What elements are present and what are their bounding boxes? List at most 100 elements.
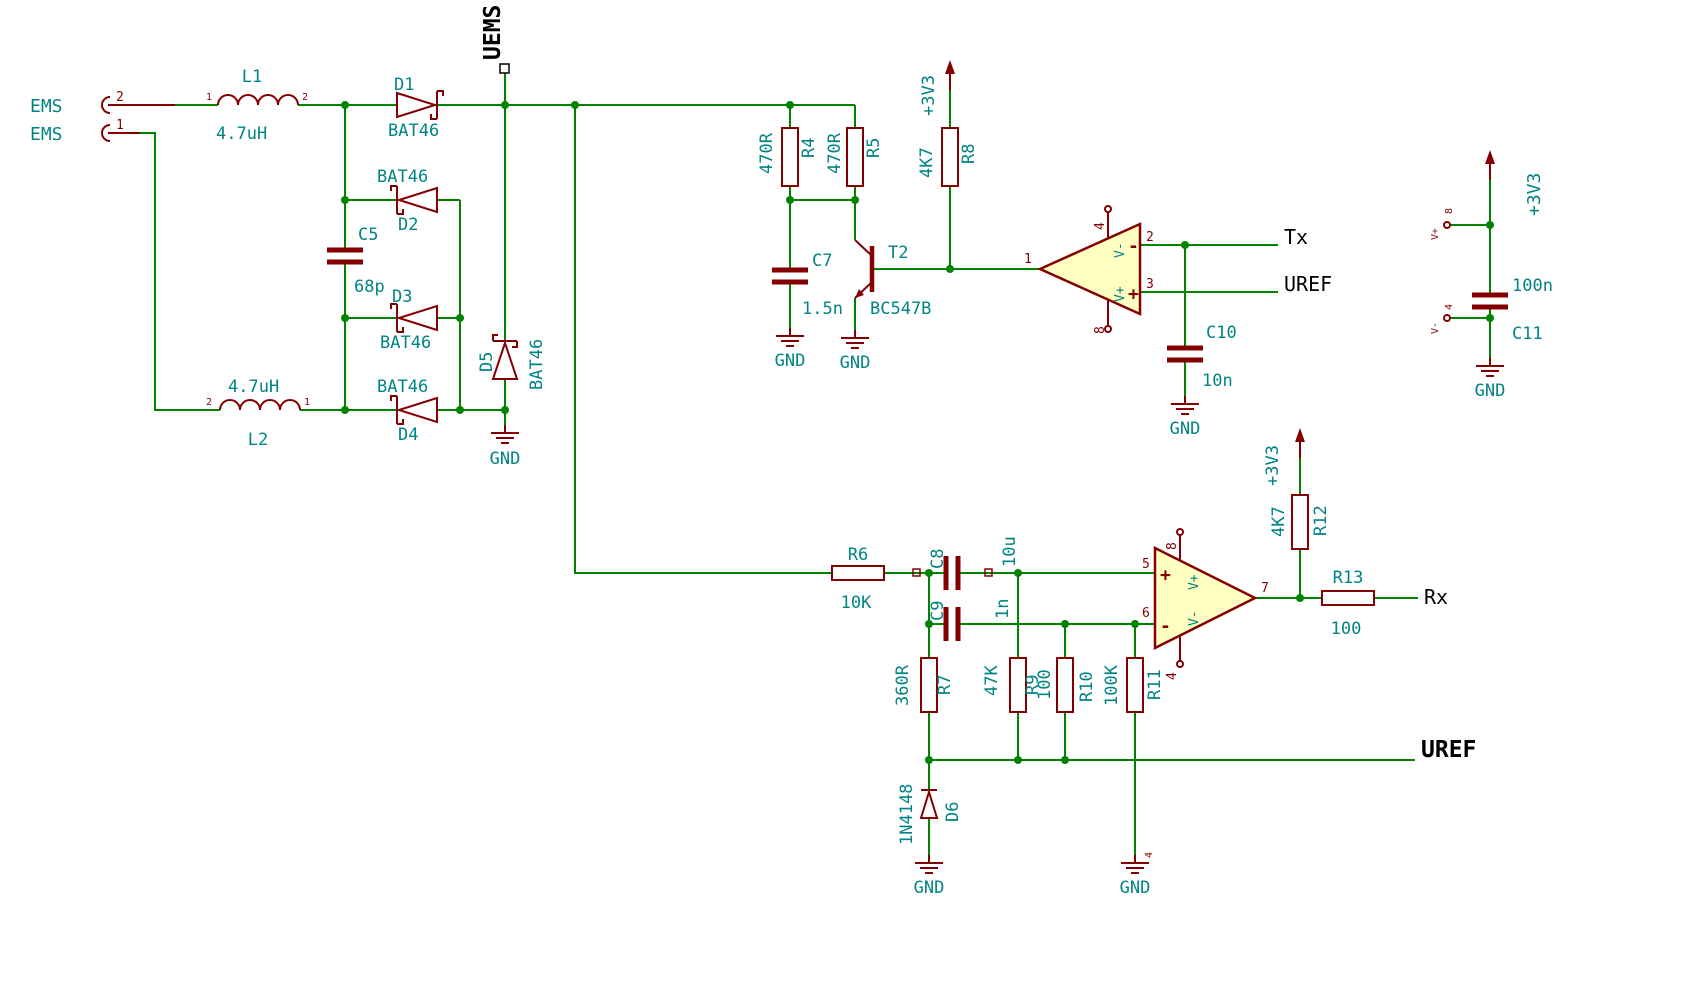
capacitor-plates: [1472, 292, 1508, 310]
resistor-r13[interactable]: R13 100: [1321, 568, 1375, 639]
l1-value: 4.7uH: [216, 124, 267, 144]
opamp1-vplus-label: V+: [1113, 286, 1128, 302]
opamp2[interactable]: 5 6 7 8 4 + - V+ V-: [1142, 528, 1269, 680]
r8-ref: R8: [959, 144, 979, 164]
capacitor-c7[interactable]: C7 1.5n: [772, 251, 843, 319]
capacitor-c10[interactable]: C10 10n: [1167, 323, 1237, 391]
gnd-label: GND: [490, 449, 521, 469]
diode-d6[interactable]: 1N4148 D6: [897, 784, 963, 845]
stub-pin4: 4: [1444, 304, 1455, 310]
wire-opamp1-outputs[interactable]: [1140, 244, 1278, 396]
d4-value: BAT46: [377, 377, 428, 397]
gnd-icon: [1170, 395, 1200, 415]
capacitor-c11[interactable]: 100n C11: [1472, 276, 1553, 344]
net-label-tx[interactable]: Tx: [1284, 225, 1308, 249]
diode-d4[interactable]: BAT46 D4: [377, 377, 438, 445]
resistor-r5[interactable]: 470R R5: [825, 127, 884, 187]
c5-ref: C5: [358, 225, 378, 245]
gnd-label: GND: [1475, 381, 1506, 401]
net-label-uems[interactable]: UEMS: [480, 5, 510, 74]
connector-ref-bottom: EMS: [30, 124, 63, 145]
opamp1-pin-vminus: 4: [1093, 222, 1108, 230]
gnd-symbol-c11[interactable]: GND: [1475, 357, 1506, 401]
pin-end-circle: [1176, 528, 1184, 536]
resistor-r9[interactable]: 47K R9: [982, 657, 1043, 713]
capacitor-c8[interactable]: C8 10u: [912, 536, 1020, 590]
connector-ems[interactable]: EMS EMS 2 1: [30, 90, 175, 145]
resistor-r12[interactable]: 4K7 R12: [1269, 494, 1331, 550]
transistor-t2[interactable]: T2 BC547B: [854, 239, 931, 319]
net-label-rx[interactable]: Rx: [1424, 585, 1448, 609]
l2-value: 4.7uH: [228, 377, 279, 397]
pin-end-circle: [1104, 325, 1112, 333]
r12-ref: R12: [1311, 505, 1331, 536]
opamp1-pin-noninv: 3: [1146, 277, 1154, 292]
c5-value: 68p: [354, 277, 385, 297]
diode-d1[interactable]: D1 BAT46: [388, 75, 444, 141]
r4-value: 470R: [757, 132, 777, 174]
connector-pin-number-top: 2: [116, 90, 124, 105]
opamp2-vminus-label: V-: [1187, 610, 1202, 626]
capacitor-c5[interactable]: C5 68p: [327, 225, 385, 297]
inductor-l1[interactable]: L1 4.7uH 1 2: [206, 67, 308, 144]
opamp2-minus-sign: -: [1160, 616, 1171, 637]
opamp1[interactable]: 1 2 3 4 8 - + V- V+: [1024, 205, 1154, 334]
gnd-symbol-t2[interactable]: GND: [840, 329, 871, 373]
r7-value: 360R: [893, 664, 913, 706]
c10-value: 10n: [1202, 371, 1233, 391]
resistor-r7[interactable]: 360R R7: [893, 657, 955, 713]
resistor-r10[interactable]: 100 R10: [1035, 657, 1097, 713]
diode-d3[interactable]: D3 BAT46: [380, 287, 438, 353]
opamp-body: [1153, 545, 1258, 651]
resistor-body: [846, 127, 864, 187]
gnd-symbol-d5[interactable]: GND: [490, 424, 521, 469]
stub-vminus: V-: [1430, 322, 1441, 334]
t2-value: BC547B: [870, 299, 931, 319]
pin-end-circle: [1176, 660, 1184, 668]
wire-receiver-section[interactable]: [884, 572, 1415, 855]
gnd-symbol-c10[interactable]: GND: [1170, 395, 1201, 439]
gnd-symbol-opamp2[interactable]: 4 GND: [1120, 852, 1155, 898]
power-arrow-icon: [1294, 427, 1306, 459]
junction-dots: [341, 101, 1494, 764]
resistor-r4[interactable]: 470R R4: [757, 127, 819, 187]
inductor-body: [217, 94, 299, 106]
wires[interactable]: [140, 73, 1491, 855]
power-3v3-r12[interactable]: +3V3: [1263, 427, 1306, 486]
resistor-body: [1126, 657, 1144, 713]
resistor-r8[interactable]: 4K7 R8: [917, 127, 979, 187]
gnd-symbol-d6[interactable]: GND: [914, 854, 945, 898]
net-label-uref-bottom[interactable]: UREF: [1421, 737, 1476, 763]
power-arrow-icon: [1484, 149, 1496, 181]
opamp1-pin-vplus: 8: [1093, 326, 1108, 334]
gnd-label: GND: [1170, 419, 1201, 439]
net-label-uref[interactable]: UREF: [1284, 272, 1332, 296]
connector-pin-arc: [101, 96, 175, 142]
c9-value: 1n: [993, 599, 1013, 619]
power-3v3-right[interactable]: +3V3 8 V+ 4 V-: [1430, 149, 1545, 334]
capacitor-c9[interactable]: C9 1n: [928, 599, 1013, 641]
r7-ref: R7: [935, 675, 955, 695]
power-3v3-r8[interactable]: +3V3: [919, 59, 956, 116]
diode-d5[interactable]: D5 BAT46: [477, 334, 547, 390]
gnd-icon: [775, 327, 805, 347]
gnd-symbol-c7[interactable]: GND: [775, 327, 806, 371]
diode-cathode-bar: [430, 90, 444, 120]
resistor-r11[interactable]: 100K R11: [1102, 657, 1165, 713]
resistor-r6[interactable]: R6 10K: [831, 545, 885, 613]
wire-driver-section[interactable]: [574, 90, 1040, 574]
wire-right-power[interactable]: [1450, 180, 1491, 358]
resistor-body: [941, 127, 959, 187]
opamp2-pin-noninv: 5: [1142, 557, 1150, 572]
t2-ref: T2: [888, 243, 908, 263]
inductor-l2[interactable]: 4.7uH L2 2 1: [206, 377, 310, 450]
d3-value: BAT46: [380, 333, 431, 353]
capacitor-plates: [943, 556, 961, 590]
pin-end-circle: [1443, 221, 1451, 229]
c9-ref: C9: [928, 601, 948, 621]
diode-d2[interactable]: BAT46 D2: [377, 167, 438, 235]
d1-ref: D1: [394, 75, 414, 95]
wire-output-section[interactable]: [1255, 458, 1418, 599]
stub-vplus: V+: [1430, 228, 1441, 240]
